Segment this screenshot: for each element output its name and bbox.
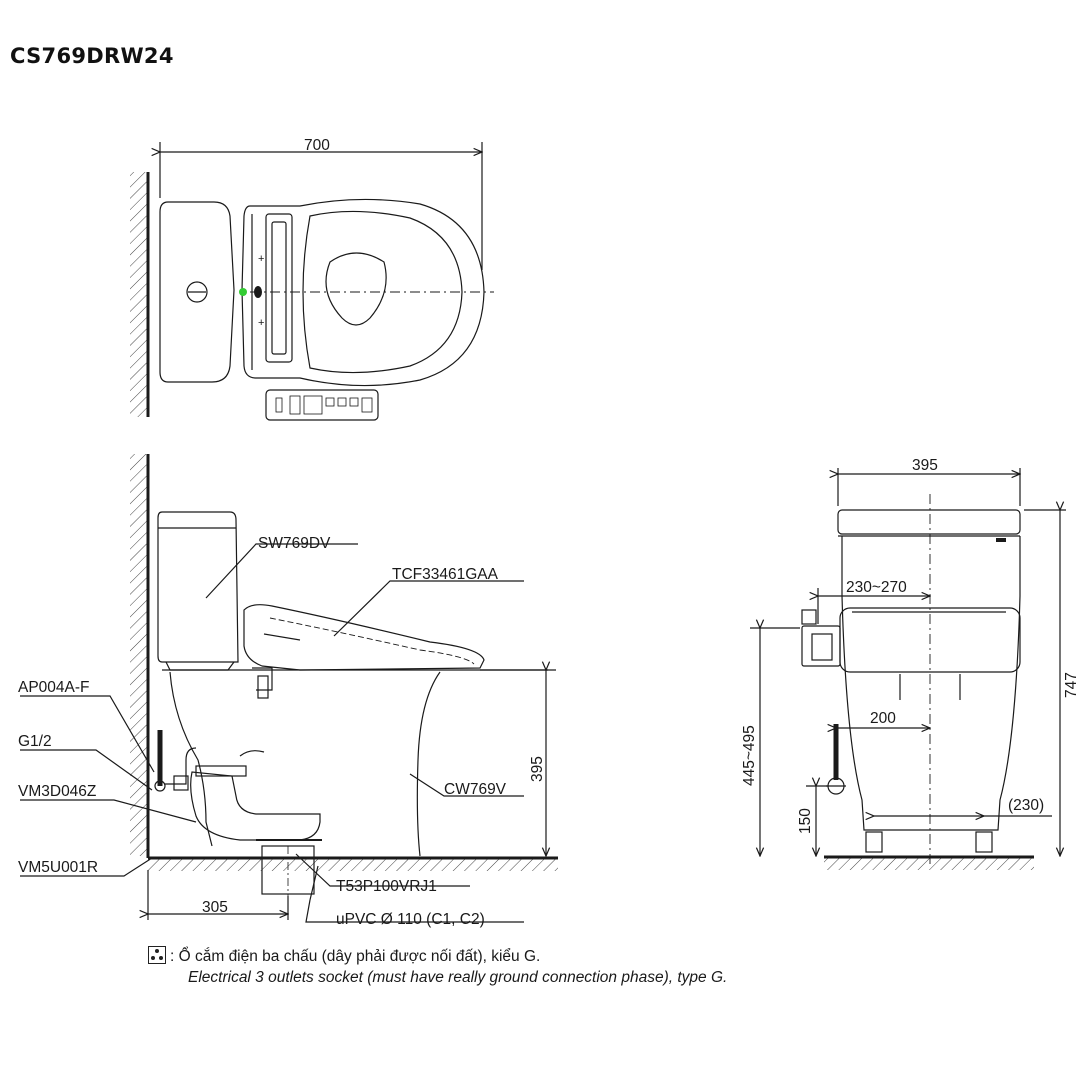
dim-395-side: 395: [529, 756, 546, 782]
dim-230: (230): [1008, 797, 1044, 814]
floor-hatch-side: [148, 859, 558, 871]
dim-200: 200: [870, 710, 896, 727]
svg-text:+: +: [258, 317, 264, 329]
label-thread: G1/2: [18, 733, 52, 750]
footnote-vi: : Ổ cắm điện ba chấu (dây phải được nối …: [170, 948, 541, 965]
footnote-en: Electrical 3 outlets socket (must have r…: [188, 969, 728, 986]
label-tank: SW769DV: [258, 535, 331, 552]
bowl-side-outline: [162, 669, 548, 857]
dim-700: 700: [304, 137, 330, 154]
side-view: [20, 454, 558, 923]
part-labels: SW769DV TCF33461GAA CW769V AP004A-F G1/2…: [18, 535, 507, 928]
floor-hatch-front: [824, 858, 1034, 870]
remote-control: [265, 389, 379, 421]
bowl-opening: [325, 252, 387, 326]
svg-text:+: +: [258, 253, 264, 265]
label-hose: VM3D046Z: [18, 783, 96, 800]
flush-button: [186, 281, 208, 303]
model-title: CS769DRW24: [10, 44, 174, 68]
seat-inner-outline: [302, 210, 463, 374]
top-view: + +: [130, 142, 494, 421]
wall-hatch-top: [130, 172, 147, 417]
bowl-front-outline: [841, 536, 1021, 831]
dim-305: 305: [202, 899, 228, 916]
front-view: [750, 468, 1066, 870]
label-bowl: CW769V: [444, 781, 507, 798]
electrical-socket-icon: [148, 946, 166, 964]
seat-outline: [241, 198, 485, 387]
dim-395-front: 395: [912, 457, 938, 474]
seat-side-outline: [243, 604, 485, 671]
label-angle-valve: AP004A-F: [18, 679, 90, 696]
indicator-light: [239, 288, 247, 296]
tank-top-outline: [159, 201, 235, 383]
footnote: : Ổ cắm điện ba chấu (dây phải được nối …: [148, 946, 727, 988]
dim-747: 747: [1063, 672, 1080, 698]
label-pipe: uPVC Ø 110 (C1, C2): [336, 911, 485, 928]
tank-front-outline: [837, 509, 1021, 535]
control-unit-top: [265, 213, 293, 363]
dimension-texts: 700 395 305 395 747 230~270 445~495 200 …: [202, 137, 1080, 916]
tank-side-outline: [157, 511, 239, 663]
wall-hatch-side: [130, 454, 147, 856]
label-seat: TCF33461GAA: [392, 566, 499, 583]
dim-230-270: 230~270: [846, 579, 907, 596]
dim-445-495: 445~495: [741, 725, 758, 786]
socket-symbol: [801, 609, 817, 625]
label-adapter: T53P100VRJ1: [336, 878, 437, 895]
dim-150: 150: [797, 808, 814, 834]
label-flange: VM5U001R: [18, 859, 98, 876]
